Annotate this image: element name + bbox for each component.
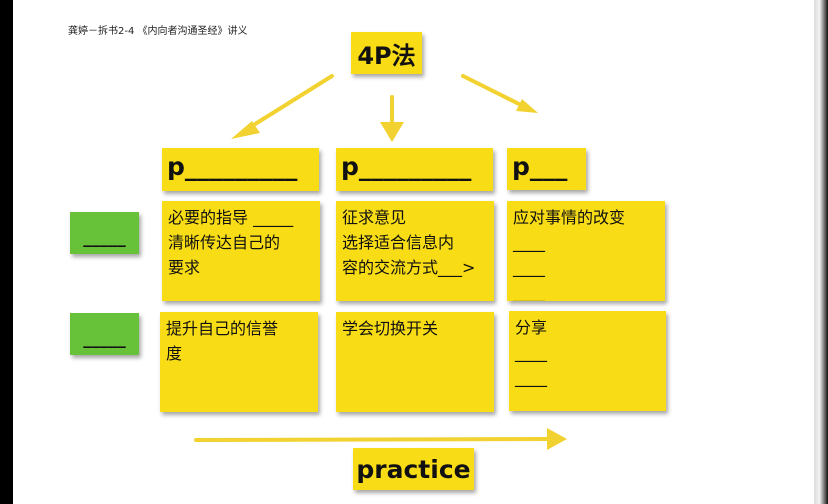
- cell-r2c3: 分享 ____ ____: [509, 311, 666, 411]
- p-header-2: p_________: [336, 148, 493, 191]
- cell-r1c1: 必要的指导 _____ 清晰传达自己的 要求: [162, 201, 320, 301]
- practice-arrow-head: [547, 428, 567, 450]
- practice-arrow-shaft: [194, 437, 552, 442]
- document-header: 龚婷－拆书2-4 《内向者沟通圣经》讲义: [68, 26, 248, 37]
- practice-label: practice: [353, 448, 474, 490]
- arrow-right-shaft: [461, 74, 529, 110]
- p-header-3: p___: [507, 148, 586, 190]
- arrow-mid-head: [380, 122, 404, 142]
- window-edge: [814, 0, 828, 504]
- row-label-1: _____: [70, 212, 139, 254]
- arrow-left-shaft: [242, 74, 334, 133]
- arrow-right-head: [516, 99, 538, 113]
- cell-r2c1: 提升自己的信誉 度: [160, 312, 318, 412]
- diagram-title: 4P法: [351, 32, 422, 74]
- cell-r1c3: 应对事情的改变 ____ ____ ____: [507, 201, 665, 301]
- arrow-left-head: [231, 121, 260, 139]
- row-label-2: _____: [70, 313, 139, 355]
- cell-r1c2: 征求意见 选择适合信息内 容的交流方式___>: [336, 201, 494, 301]
- p-header-1: p_________: [162, 148, 319, 191]
- cell-r2c2: 学会切换开关: [336, 312, 494, 412]
